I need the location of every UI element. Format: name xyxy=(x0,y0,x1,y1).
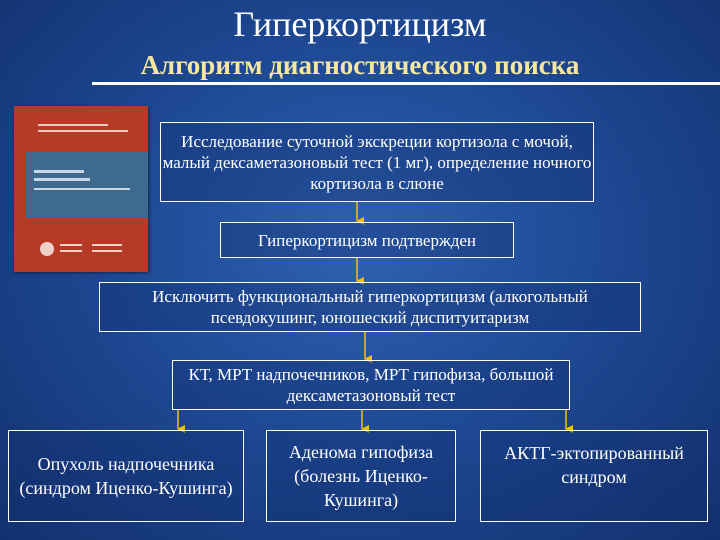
outcome-pituitary-adenoma-text: Аденома гипофиза (болезнь Иценко-Кушинга… xyxy=(288,442,434,510)
book-logo-text-line xyxy=(60,244,82,246)
guideline-book-cover-icon xyxy=(14,106,148,272)
slide-subtitle: Алгоритм диагностического поиска xyxy=(140,50,580,80)
title-divider xyxy=(92,82,720,85)
book-publisher-logo xyxy=(40,242,54,256)
step-cortisol-tests: Исследование суточной экскреции кортизол… xyxy=(160,122,594,202)
step-hypercortisolism-confirmed-text: Гиперкортицизм подтвержден xyxy=(258,230,476,250)
step-imaging-tests: КТ, МРТ надпочечников, МРТ гипофиза, бол… xyxy=(172,360,570,410)
book-logo-text-line xyxy=(92,250,122,252)
book-cover-band xyxy=(26,152,148,218)
outcome-ectopic-acth: АКТГ-эктопированный синдром xyxy=(480,430,708,522)
step-imaging-tests-text: КТ, МРТ надпочечников, МРТ гипофиза, бол… xyxy=(188,365,554,405)
step-cortisol-tests-text: Исследование суточной экскреции кортизол… xyxy=(162,131,592,193)
outcome-adrenal-tumor: Опухоль надпочечника (синдром Иценко-Куш… xyxy=(8,430,244,522)
step-exclude-functional-text: Исключить функциональный гиперкортицизм … xyxy=(152,287,588,327)
step-exclude-functional: Исключить функциональный гиперкортицизм … xyxy=(99,282,641,332)
book-logo-text-line xyxy=(60,250,82,252)
outcome-ectopic-acth-text: АКТГ-эктопированный синдром xyxy=(504,443,684,487)
book-band-text-line xyxy=(34,188,130,190)
book-cover-text-line xyxy=(38,124,108,126)
step-hypercortisolism-confirmed: Гиперкортицизм подтвержден xyxy=(220,222,514,258)
book-band-text-line xyxy=(34,170,84,173)
book-cover-text-line xyxy=(38,130,128,132)
outcome-adrenal-tumor-text: Опухоль надпочечника (синдром Иценко-Куш… xyxy=(19,454,233,498)
book-logo-text-line xyxy=(92,244,122,246)
outcome-pituitary-adenoma: Аденома гипофиза (болезнь Иценко-Кушинга… xyxy=(266,430,456,522)
book-band-text-line xyxy=(34,178,90,181)
slide-title: Гиперкортицизм xyxy=(233,4,487,44)
